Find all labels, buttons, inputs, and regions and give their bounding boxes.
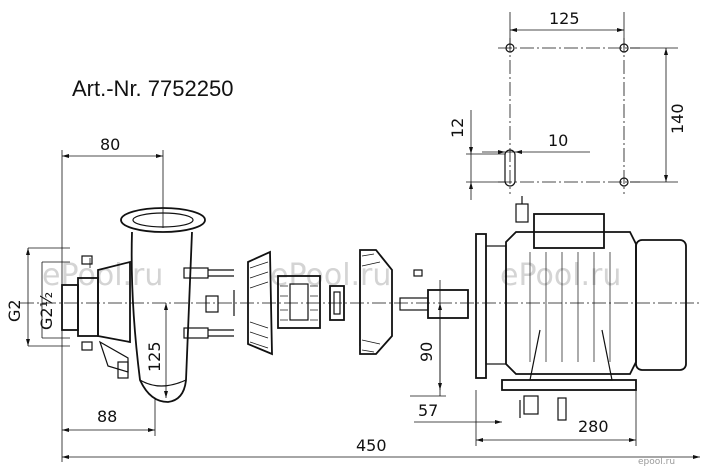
dim-slot-12: 12 <box>448 118 467 138</box>
dim-125: 125 <box>145 341 164 372</box>
thread-g2-half: G2½ <box>37 292 56 330</box>
impeller <box>247 250 273 356</box>
dim-90: 90 <box>417 342 436 362</box>
corner-mark: epool.ru <box>638 457 675 467</box>
watermark-3: ePool.ru <box>500 258 621 293</box>
dim-80: 80 <box>100 135 120 154</box>
thread-g2: G2 <box>5 299 24 322</box>
dim-57: 57 <box>418 401 438 420</box>
motor <box>475 196 687 391</box>
article-number: Art.-Nr. 7752250 <box>72 76 233 101</box>
dim-125-group: 125 <box>145 303 168 398</box>
left-dimensions: 80 88 450 G2 G2½ <box>5 135 700 462</box>
foot-bolts <box>519 395 567 421</box>
dim-slot-10: 10 <box>548 131 568 150</box>
pump-housing <box>61 207 206 403</box>
dim-90-group: 90 <box>417 303 442 390</box>
dim-88: 88 <box>97 407 117 426</box>
studs <box>183 267 235 339</box>
lantern-bracket <box>359 249 423 355</box>
dim-footprint-125: 125 <box>549 9 580 28</box>
dim-280: 280 <box>578 417 609 436</box>
dim-footprint-140: 140 <box>668 103 687 134</box>
mechanical-seal <box>277 275 345 329</box>
watermark-1: ePool.ru <box>42 258 163 293</box>
footprint-view: 125 140 12 10 <box>448 9 687 200</box>
shaft <box>399 280 469 397</box>
dim-450: 450 <box>356 436 387 455</box>
bottom-right-dimensions: 57 280 <box>414 390 637 446</box>
